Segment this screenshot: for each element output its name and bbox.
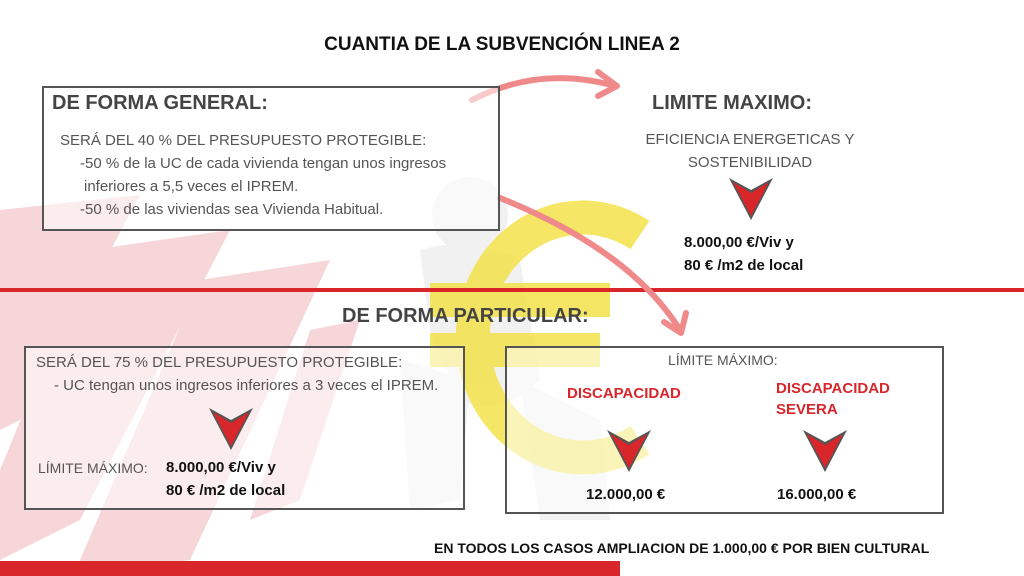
limit-label: LÍMITE MÁXIMO: (38, 460, 148, 476)
down-chevron-icon (803, 430, 847, 472)
severe-disability-label: DISCAPACIDAD SEVERA (776, 380, 890, 418)
limit-heading: LIMITE MAXIMO: (652, 92, 812, 114)
page-title: CUANTIA DE LA SUBVENCIÓN LINEA 2 (324, 34, 680, 55)
bottom-bar (0, 561, 620, 576)
general-line: -50 % de las viviendas sea Vivienda Habi… (80, 201, 384, 218)
down-chevron-icon (729, 178, 773, 220)
general-line: inferiores a 5,5 veces el IPREM. (84, 178, 299, 195)
down-chevron-icon (607, 430, 651, 472)
particular-left-box (24, 346, 465, 510)
limit-label: LÍMITE MÁXIMO: (668, 352, 778, 368)
severe-disability-line: SEVERA (776, 401, 838, 418)
limit-concept-line: SOSTENIBILIDAD (687, 154, 813, 171)
disability-label: DISCAPACIDAD (567, 385, 681, 402)
particular-right-box (505, 346, 944, 514)
general-line: SERÁ DEL 40 % DEL PRESUPUESTO PROTEGIBLE… (60, 132, 427, 149)
particular-line: SERÁ DEL 75 % DEL PRESUPUESTO PROTEGIBLE… (36, 354, 403, 371)
footer-note: EN TODOS LOS CASOS AMPLIACION DE 1.000,0… (434, 540, 930, 556)
limit-amount: 80 € /m2 de local (684, 257, 804, 274)
severe-disability-line: DISCAPACIDAD (776, 380, 890, 397)
down-chevron-icon (209, 408, 253, 450)
limit-amount: 8.000,00 €/Viv y (166, 459, 276, 476)
disability-amount: 12.000,00 € (586, 486, 666, 503)
divider-line (0, 288, 1024, 292)
general-heading: DE FORMA GENERAL: (52, 92, 268, 114)
limit-amount: 8.000,00 €/Viv y (684, 234, 794, 251)
limit-amount: 80 € /m2 de local (166, 482, 286, 499)
severe-disability-amount: 16.000,00 € (777, 486, 857, 503)
general-box (42, 86, 500, 231)
limit-concept-line: EFICIENCIA ENERGETICAS Y (645, 131, 855, 148)
particular-heading: DE FORMA PARTICULAR: (342, 305, 589, 327)
general-line: -50 % de la UC de cada vivienda tengan u… (80, 155, 447, 172)
particular-line: - UC tengan unos ingresos inferiores a 3… (54, 377, 439, 394)
limit-concept: EFICIENCIA ENERGETICAS Y SOSTENIBILIDAD (620, 128, 880, 174)
